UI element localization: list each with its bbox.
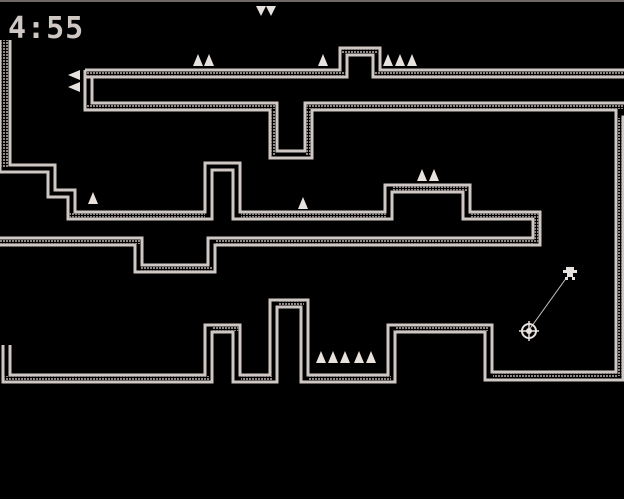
wall-group [0,40,624,384]
wall [0,40,542,274]
wall [85,46,624,72]
wall [0,40,535,267]
wall [85,53,624,79]
spike-icon [407,54,417,66]
spike-icon [429,169,439,181]
spike-icon [266,6,276,16]
spike-group [68,6,439,363]
spike-icon [340,351,350,363]
spike-icon [417,169,427,181]
wall [90,77,624,153]
spike-icon [193,54,203,66]
spike-icon [204,54,214,66]
spike-icon [395,54,405,66]
grapple-rope [528,276,568,331]
countdown-timer: 4:55 [8,11,85,46]
spike-icon [328,351,338,363]
wall [8,70,618,377]
grapple-anchor-icon [519,321,539,341]
spike-icon [88,192,98,204]
spike-icon [366,351,376,363]
spike-icon [256,6,266,16]
spike-icon [68,70,80,80]
spike-icon [316,351,326,363]
spike-icon [68,82,80,92]
spike-icon [318,54,328,66]
wall-texture [0,40,624,381]
player-sprite-icon [563,267,577,280]
spike-icon [383,54,393,66]
spike-icon [298,197,308,209]
wall [1,115,624,384]
spike-icon [354,351,364,363]
